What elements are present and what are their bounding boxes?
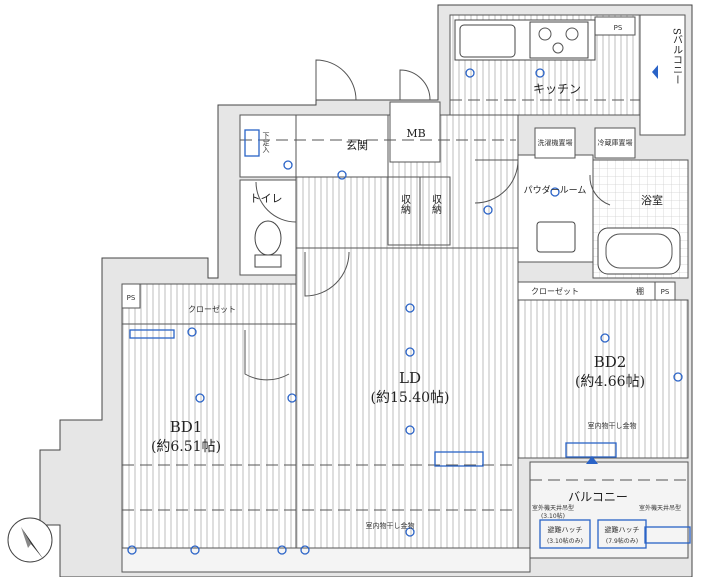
bd2-label: BD2 — [594, 353, 627, 371]
north-arrow-icon — [7, 517, 53, 563]
indoor-dry-bd1: 室内物干し金物 — [366, 521, 415, 530]
ac-ceiling-note: 室外機天井吊型 — [639, 504, 681, 512]
bd2-size: (約4.66帖) — [575, 374, 645, 390]
ld-size: (約15.40帖) — [370, 390, 449, 406]
closet-bd2-label: クローゼット — [531, 286, 579, 296]
bath-door — [589, 174, 611, 206]
evac-hatch-2: 避難ハッチ — [605, 525, 640, 534]
storage-2-label: 収納 — [430, 194, 442, 215]
indoor-dry-bd2: 室内物干し金物 — [588, 421, 637, 430]
ps-2-label: PS — [614, 24, 623, 32]
kitchen-sink — [459, 24, 516, 58]
toilet-door — [255, 181, 297, 223]
mb-room — [389, 101, 441, 163]
mb-label: MB — [406, 127, 425, 140]
ac-outdoor-sub: (3.10帖) — [541, 512, 565, 520]
fridge-label: 冷蔵庫置場 — [598, 138, 633, 147]
bottom-balcony — [121, 547, 531, 573]
storage-2-box — [419, 176, 451, 246]
toilet-bowl — [254, 220, 282, 256]
toilet-label: トイレ — [250, 192, 283, 205]
ld-door — [304, 251, 350, 297]
bd1-size: (約6.51帖) — [151, 439, 221, 455]
evac-hatch-2-sub: (7.9帖のみ) — [606, 537, 638, 545]
s-balcony-label: Sバルコニー — [671, 28, 683, 85]
ps-3-box — [654, 281, 676, 301]
fridge-place — [594, 127, 636, 159]
entrance-door — [315, 59, 357, 101]
balcony-label: バルコニー — [568, 490, 628, 504]
evac-hatch-1-sub: (3.10帖のみ) — [547, 537, 583, 545]
washer-place — [534, 127, 576, 159]
entrance-label: 玄関 — [346, 138, 368, 152]
powder-label: パウダールーム — [524, 184, 587, 196]
shelf-label: 棚 — [636, 286, 644, 296]
s-balcony-floor — [639, 14, 686, 136]
shoe-box — [239, 114, 297, 178]
ps-1-box — [121, 283, 141, 309]
ps-3-label: PS — [661, 288, 670, 296]
closet-bd1-label: クローゼット — [188, 304, 236, 314]
toilet-tank — [254, 254, 282, 268]
ps-1-label: PS — [127, 294, 136, 302]
bd1-label: BD1 — [170, 418, 203, 436]
balcony-floor — [529, 461, 689, 559]
storage-1-label: 収納 — [399, 194, 411, 215]
bath-label: 浴室 — [641, 193, 663, 207]
bathtub — [597, 227, 681, 275]
kitchen-label: キッチン — [533, 82, 581, 96]
vanity-sink — [536, 221, 576, 253]
bd1-door — [244, 330, 290, 381]
evac-hatch-1: 避難ハッチ — [548, 525, 583, 534]
powder-door — [474, 159, 519, 204]
storage-1-box — [387, 176, 421, 246]
closet-bd1-box — [121, 283, 297, 325]
bd1-floor — [121, 304, 297, 549]
ac-outdoor-note: 室外機天井吊型 — [532, 504, 574, 512]
stove — [529, 21, 589, 59]
washer-label: 洗濯機置場 — [538, 138, 573, 147]
entrance-floor — [295, 114, 389, 178]
ld-label: LD — [399, 369, 421, 387]
mb-door — [399, 69, 431, 101]
shoe-box-label: 下足入 — [262, 132, 270, 153]
